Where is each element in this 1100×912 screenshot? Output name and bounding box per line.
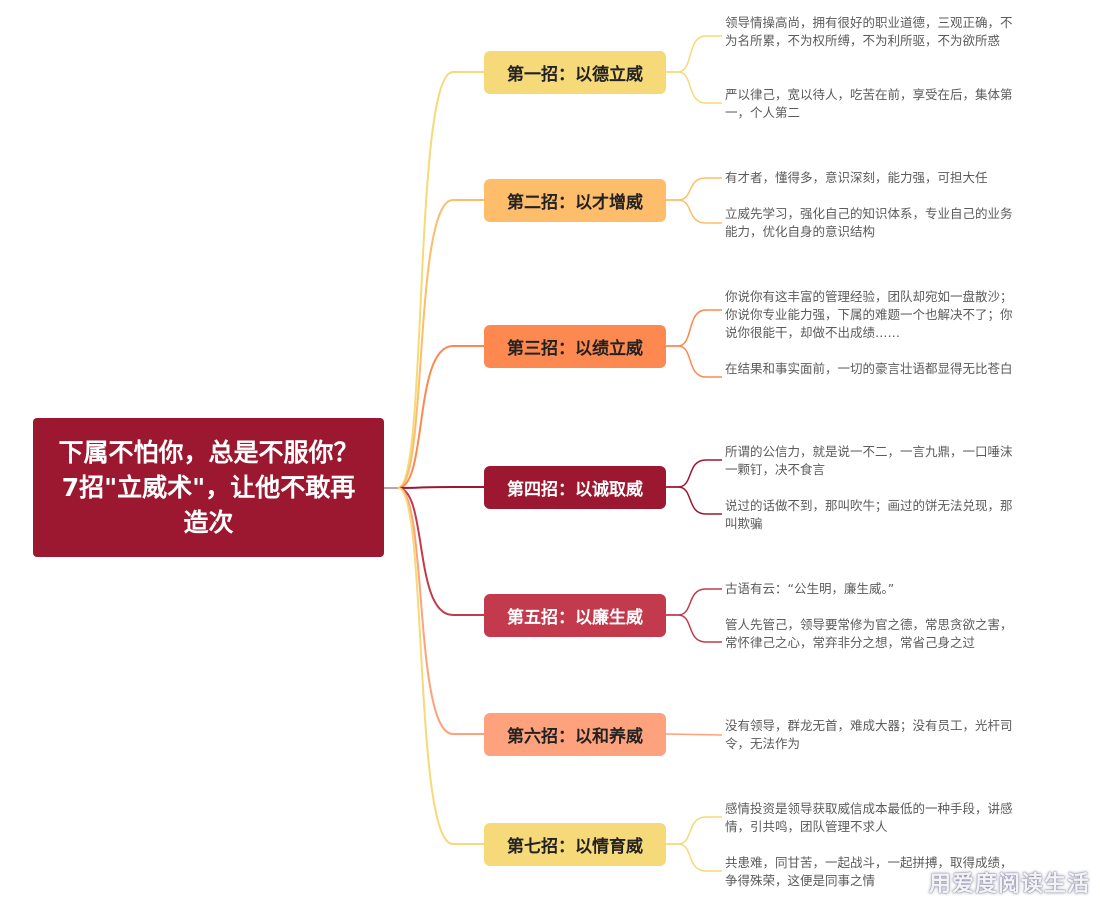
branch-5-connector xyxy=(397,487,484,616)
branch-2-label: 第二招：以才增威 xyxy=(507,193,643,213)
branch-3-note-1-connector xyxy=(666,309,722,347)
branch-4-label: 第四招：以诚取威 xyxy=(507,480,643,500)
branch-2-note-2: 立威先学习，强化自己的知识体系，专业自己的业务能力，优化自身的意识结构 xyxy=(725,206,1013,239)
branch-3-note-2: 在结果和事实面前，一切的豪言壮语都显得无比苍白 xyxy=(725,361,1013,376)
branch-7-label: 第七招：以情育威 xyxy=(507,837,643,857)
branch-3-topic: 第三招：以绩立威 xyxy=(484,325,666,368)
branch-6-topic: 第六招：以和养威 xyxy=(484,713,666,756)
branch-1-note-2-connector xyxy=(666,71,722,104)
branch-7-note-2-connector xyxy=(666,843,722,872)
branch-6-label: 第六招：以和养威 xyxy=(507,727,643,747)
branch-1-note-1-connector xyxy=(666,35,722,73)
branch-3-note-1: 你说你有这丰富的管理经验，团队却宛如一盘散沙；你说你专业能力强，下属的难题一个也… xyxy=(725,289,1013,340)
branch-3-label: 第三招：以绩立威 xyxy=(507,339,643,359)
branch-5-note-2: 管人先管己，领导要常修为官之德，常思贪欲之害，常怀律己之心，常弃非分之想，常省己… xyxy=(725,617,1013,650)
branch-5-note-2-connector xyxy=(666,614,722,643)
branch-5-note-1: 古语有云：“公生明，廉生威。” xyxy=(725,581,895,596)
branch-4-note-2: 说过的话做不到，那叫吹牛；画过的饼无法兑现，那叫欺骗 xyxy=(725,498,1013,531)
branch-7-note-1: 感情投资是领导获取威信成本最低的一种手段，讲感情，引共鸣，团队管理不求人 xyxy=(725,801,1013,834)
branch-7-connector xyxy=(397,487,484,845)
branch-7-note-2: 共患难，同甘苦，一起战斗，一起拼搏，取得成绩，争得殊荣，这便是同事之情 xyxy=(725,855,1013,888)
branch-2-topic: 第二招：以才增威 xyxy=(484,179,666,222)
branch-6-connector xyxy=(397,487,484,735)
branch-4-note-1-connector xyxy=(666,459,722,488)
branch-2-note-1-connector xyxy=(666,177,722,201)
branch-2-note-2-connector xyxy=(666,199,722,224)
branch-4-topic: 第四招：以诚取威 xyxy=(484,466,666,509)
branch-2-connector xyxy=(397,199,484,489)
branch-7-note-1-connector xyxy=(666,816,722,845)
branch-1-note-2: 严以律己，宽以待人，吃苦在前，享受在后，集体第一，个人第二 xyxy=(725,87,1013,120)
branch-3-note-2-connector xyxy=(666,345,722,378)
branch-7-topic: 第七招：以情育威 xyxy=(484,823,666,866)
watermark-text: 用爱度阅读生活 xyxy=(928,872,1090,897)
root-topic: 下属不怕你，总是不服你？7招"立威术"，让他不敢再造次 xyxy=(33,418,384,557)
root-topic-title: 下属不怕你，总是不服你？7招"立威术"，让他不敢再造次 xyxy=(58,438,359,537)
branch-2-note-1: 有才者，懂得多，意识深刻，能力强，可担大任 xyxy=(725,170,988,185)
branch-1-topic: 第一招：以德立威 xyxy=(484,51,666,94)
branch-4-note-2-connector xyxy=(666,486,722,515)
branch-1-note-1: 领导情操高尚，拥有很好的职业道德，三观正确，不为名所累，不为权所缚，不为利所驱，… xyxy=(725,15,1013,48)
branch-4-connector xyxy=(397,486,484,489)
branch-6-note-1-connector xyxy=(665,733,723,736)
branch-5-label: 第五招：以廉生威 xyxy=(507,608,643,628)
branch-1-label: 第一招：以德立威 xyxy=(507,65,643,85)
branch-4-note-1: 所谓的公信力，就是说一不二，一言九鼎，一口唾沫一颗钉，决不食言 xyxy=(725,444,1013,477)
branch-6-note-1: 没有领导，群龙无首，难成大器；没有员工，光杆司令，无法作为 xyxy=(725,718,1013,751)
branch-1-connector xyxy=(397,71,484,489)
branch-5-topic: 第五招：以廉生威 xyxy=(484,594,666,637)
branch-3-connector xyxy=(397,345,484,489)
branch-5-note-1-connector xyxy=(666,588,722,616)
